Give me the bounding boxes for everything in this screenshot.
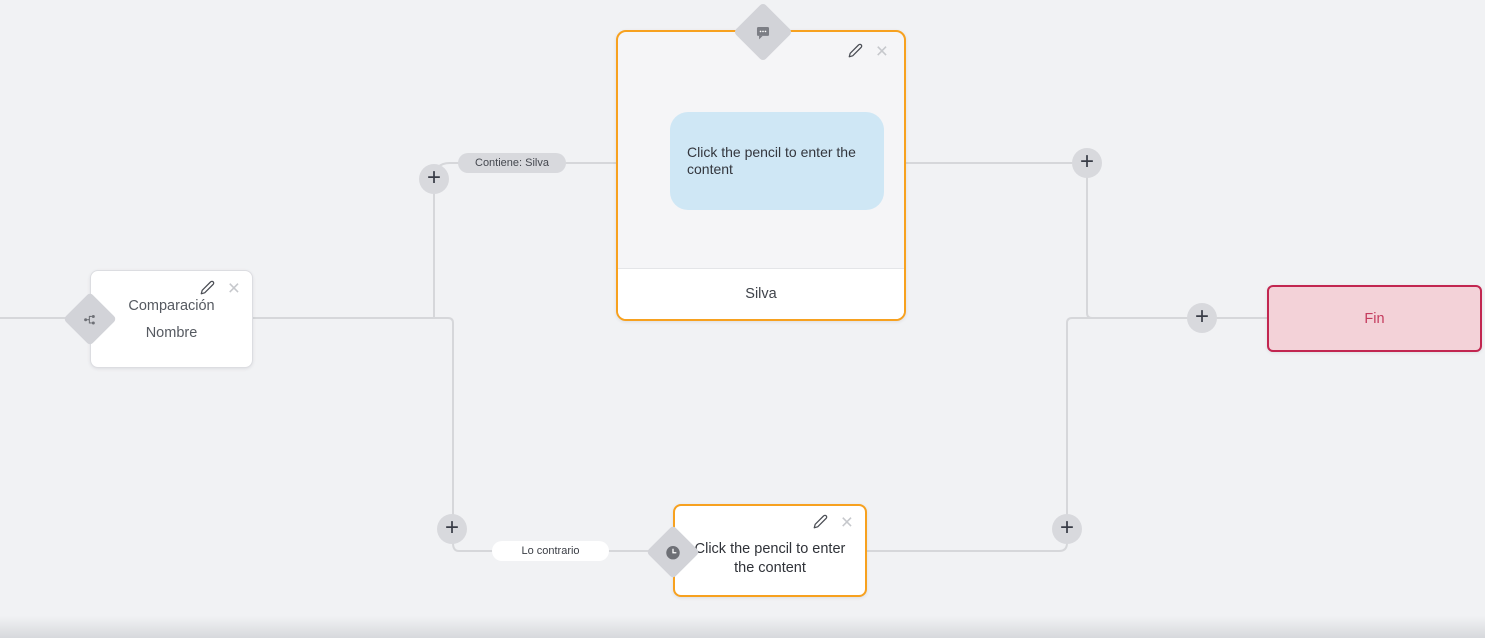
message-node-handle[interactable] (733, 2, 793, 62)
message-node-edit-button[interactable] (848, 43, 863, 61)
edge-label-condition-true: Contiene: Silva (458, 153, 566, 173)
add-node-button-true-branch[interactable]: + (419, 164, 449, 194)
action-node-edit-button[interactable] (813, 514, 828, 532)
chat-bubble-icon (755, 24, 772, 41)
pencil-icon (200, 280, 215, 298)
condition-node-delete-button[interactable]: × (227, 276, 240, 300)
condition-node-edit-button[interactable] (200, 280, 215, 298)
edge-label-condition-false: Lo contrario (492, 541, 609, 561)
action-node[interactable]: × Click the pencil to enter the content (646, 504, 867, 597)
action-node-handle[interactable] (646, 525, 700, 579)
plus-icon: + (426, 164, 441, 191)
edge-message-to-end (906, 162, 1267, 319)
branch-icon (83, 312, 98, 327)
close-icon: × (227, 276, 240, 300)
edge-action-to-end (867, 317, 1092, 552)
edge-condition-true-branch (433, 162, 616, 318)
condition-title-line1: Comparación (128, 298, 215, 314)
message-node-delete-button[interactable]: × (875, 39, 888, 63)
message-bubble-preview: Click the pencil to enter the content (670, 112, 884, 210)
plus-icon: + (1194, 303, 1209, 330)
plus-icon: + (1059, 514, 1074, 541)
plus-icon: + (1079, 148, 1094, 175)
message-node-footer: Silva (618, 268, 904, 319)
pencil-icon (848, 43, 863, 61)
clock-icon (665, 544, 682, 561)
condition-node-handle[interactable] (63, 292, 117, 346)
add-node-button-after-action[interactable]: + (1052, 514, 1082, 544)
message-node[interactable]: × Click the pencil to enter the content … (616, 2, 906, 321)
end-node-label: Fin (1364, 310, 1385, 327)
pencil-icon (813, 514, 828, 532)
condition-title-line2: Nombre (145, 325, 198, 341)
add-node-button-before-end[interactable]: + (1187, 303, 1217, 333)
close-icon: × (840, 510, 853, 534)
add-node-button-false-branch[interactable]: + (437, 514, 467, 544)
edge-condition-false-branch (253, 317, 655, 552)
end-node[interactable]: Fin (1267, 285, 1482, 352)
plus-icon: + (444, 514, 459, 541)
action-node-placeholder: Click the pencil to enter the content (694, 541, 846, 576)
condition-node[interactable]: × Comparación Nombre (63, 270, 253, 368)
add-node-button-after-message[interactable]: + (1072, 148, 1102, 178)
close-icon: × (875, 39, 888, 63)
action-node-delete-button[interactable]: × (840, 510, 853, 534)
condition-node-title: Comparación Nombre (91, 271, 252, 341)
